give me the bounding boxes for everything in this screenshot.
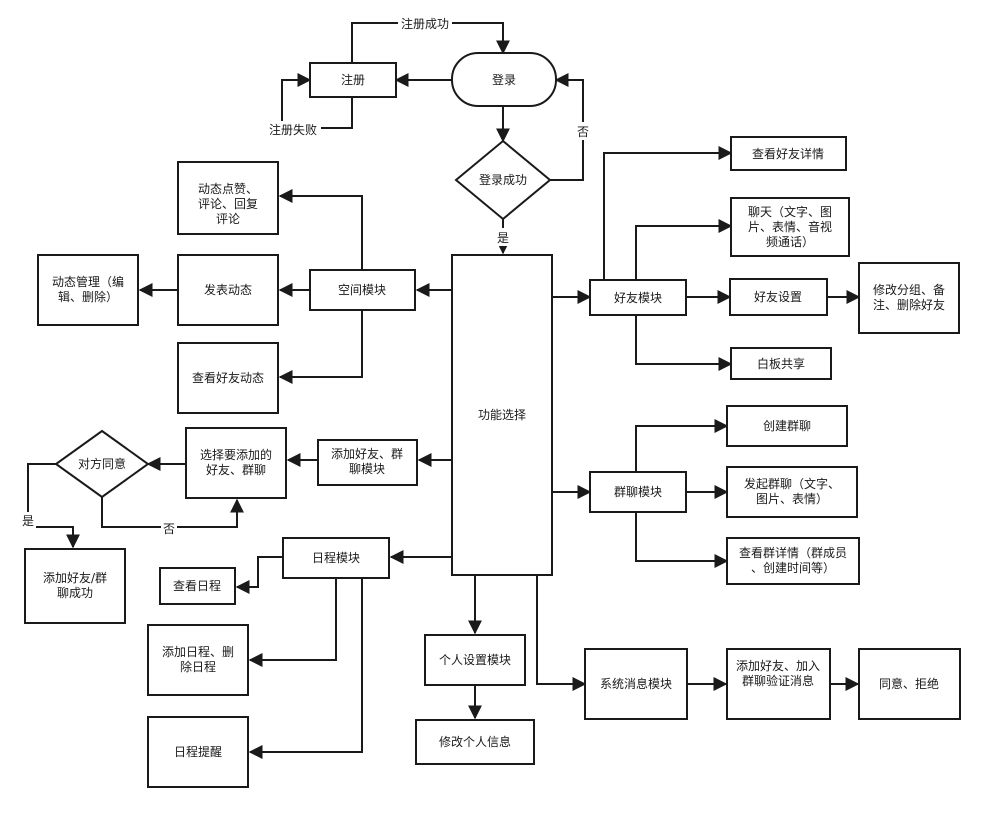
node-function-select [451,254,553,576]
node-group-module [589,471,687,513]
node-view-friend-detail-label: 查看好友详情 [752,146,824,161]
node-register [309,62,397,98]
node-space-module-label: 空间模块 [338,283,386,297]
node-view-friend-dynamic-label: 查看好友动态 [192,371,264,385]
node-edit-info-label: 修改个人信息 [439,734,511,749]
edge-label-yes: 是 [497,231,509,245]
node-friend-settings [729,278,828,316]
node-select-add-label: 选择要添加的好友、群聊 [200,447,272,477]
node-whiteboard-label: 白板共享 [757,356,805,371]
node-personal-module-label: 个人设置模块 [439,653,511,667]
node-friend-module [589,279,687,316]
node-whiteboard [730,347,832,380]
node-edit-info [415,719,535,765]
node-schedule-remind-label: 日程提醒 [174,744,222,759]
node-chat-label: 聊天（文字、图片、表情、音视频通话） [748,204,832,249]
node-create-group [726,405,848,447]
node-schedule-module-label: 日程模块 [312,550,360,565]
node-post-dynamic [177,254,279,326]
node-view-group-detail-label: 查看群详情（群成员、创建时间等） [739,545,847,575]
node-agree-reject-label: 同意、拒绝 [879,676,939,691]
edge-label-reg-fail: 注册失败 [269,122,317,137]
node-view-schedule-label: 查看日程 [173,578,221,593]
node-add-success-label: 添加好友/群聊成功 [43,571,107,600]
edge-friend-to-whiteboard [635,314,733,371]
nodes: 注册 登录 登录成功 功能选择 空间模块 发表动态 动态点赞、评论、回复评论 动… [24,52,961,788]
edge-group-to-create [635,419,729,472]
edge-schedule-to-remind [248,577,363,759]
node-agree-reject [858,648,961,720]
edge-agree-yes [27,463,80,549]
node-space-module [309,269,416,311]
node-add-del-schedule [147,624,249,696]
node-group-module-label: 群聊模块 [614,485,662,499]
node-add-del-schedule-label: 添加日程、删除日程 [162,644,234,674]
edge-group-to-detail [635,512,729,568]
edge-schedule-to-view [235,556,283,594]
edge-labels: 注册成功 注册失败 否 是 否 是 [20,14,591,538]
node-friend-settings-label: 好友设置 [754,290,802,304]
node-register-label: 注册 [341,72,365,87]
edge-label-reg-success: 注册成功 [401,16,449,31]
node-verify-msg [726,648,831,720]
node-select-add [185,427,287,499]
node-login-label: 登录 [492,72,516,87]
node-agree-decision-label: 对方同意 [78,456,126,471]
node-create-group-label: 创建群聊 [763,419,811,433]
node-sys-msg-module [584,648,688,720]
node-modify-group [858,262,960,334]
edge-friend-to-chat [635,219,733,280]
node-view-friend-detail [730,136,847,171]
node-post-dynamic-label: 发表动态 [204,282,252,297]
node-add-module-label: 添加好友、群聊模块 [331,447,403,476]
edge-schedule-to-adddel [248,577,337,667]
edge-space-to-like [278,189,363,270]
node-dynamic-like-label: 动态点赞、评论、回复评论 [198,182,258,226]
edge-friend-to-detail [603,146,733,280]
node-sys-msg-module-label: 系统消息模块 [600,676,672,691]
node-dynamic-manage-label: 动态管理（编辑、删除） [52,274,124,304]
node-login-success-label: 登录成功 [479,172,527,187]
edge-label-no: 否 [577,125,589,139]
node-chat [730,197,850,257]
node-add-module [317,439,418,486]
node-function-select-label: 功能选择 [478,408,526,422]
node-dynamic-like [177,161,279,235]
node-friend-module-label: 好友模块 [614,291,662,305]
node-start-group-chat-label: 发起群聊（文字、图片、表情） [744,476,840,506]
edge-label-yes2: 是 [22,514,34,528]
edges [27,22,861,759]
node-add-success [24,548,126,624]
node-login [451,52,557,107]
node-login-success-decision [454,139,552,221]
node-schedule-module [282,537,390,579]
node-agree-decision [54,429,150,499]
node-view-group-detail [726,537,860,585]
node-personal-module [424,634,526,686]
node-view-friend-dynamic [177,342,279,414]
edge-label-no2: 否 [163,522,175,536]
node-schedule-remind [147,716,249,788]
node-view-schedule [159,567,236,605]
node-verify-msg-label: 添加好友、加入群聊验证消息 [736,659,820,688]
node-start-group-chat [726,466,858,518]
node-dynamic-manage [37,254,139,326]
edge-func-to-sysmsg [536,575,587,691]
node-modify-group-label: 修改分组、备注、删除好友 [873,282,945,312]
edge-space-to-view [278,310,363,384]
